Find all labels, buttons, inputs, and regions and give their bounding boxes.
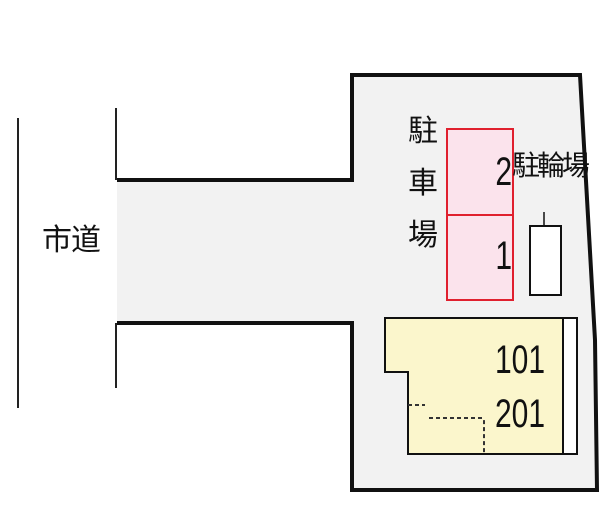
parking-space-2: 2	[495, 150, 512, 194]
road-label: 市道	[42, 224, 101, 257]
parking-label-char: 場	[408, 219, 438, 252]
parking-label-char: 車	[408, 167, 438, 200]
bicycle-parking-label: 駐輪場	[512, 150, 590, 181]
lot-boundary	[117, 73, 600, 492]
room-201: 201	[495, 392, 546, 436]
parking-label-char: 駐	[408, 115, 438, 148]
parking-space-1: 1	[495, 234, 512, 278]
parking-label: 駐 車 場	[407, 117, 439, 273]
building-dotted-line	[408, 404, 485, 454]
room-101: 101	[495, 338, 546, 382]
bicycle-parking-box	[529, 225, 562, 296]
building-balcony	[562, 317, 578, 455]
